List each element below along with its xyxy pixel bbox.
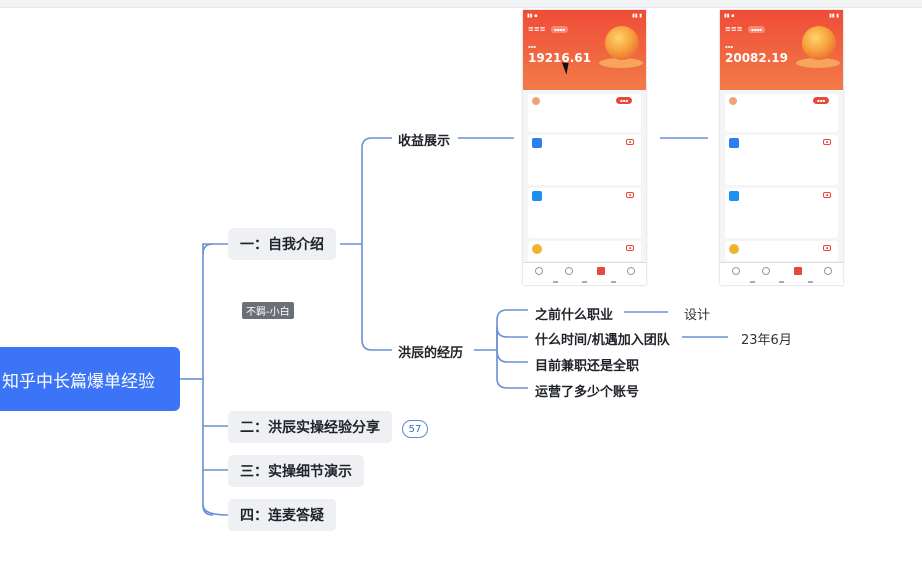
coin-pedestal-icon (796, 58, 840, 68)
branch-label: 一：自我介绍 (240, 237, 324, 253)
income-screenshot-1: ▮▮ ▪ ▮▮ ▮ ≡≡≡ ▪▪▪▪ ▪▪▪ 19216.61 ▪▪▪ ▪ ▪ … (523, 10, 646, 285)
income-screenshot-2: ▮▮ ▪ ▮▮ ▮ ≡≡≡ ▪▪▪▪ ▪▪▪ 20082.19 ▪▪▪ ▪ ▪ … (720, 10, 843, 285)
app-icon (729, 244, 739, 254)
summary-card: ▪▪▪ (528, 94, 641, 132)
avatar (532, 97, 540, 105)
app-logo: ≡≡≡ (725, 25, 743, 33)
app-card: ▪ (528, 188, 641, 238)
nav-back-icon[interactable] (611, 281, 616, 283)
app-icon (729, 138, 739, 148)
action-button[interactable]: ▪▪▪ (813, 97, 830, 104)
app-icon (532, 138, 542, 148)
status-bar-left: ▮▮ ▪ (724, 13, 735, 19)
collapsed-count-badge[interactable]: 57 (402, 420, 428, 438)
nav-home-icon[interactable] (582, 281, 587, 283)
amount-caption: ▪▪▪ (725, 44, 734, 49)
nav-menu-icon[interactable] (750, 281, 755, 283)
explore-tab-icon[interactable] (762, 267, 770, 275)
avatar (729, 97, 737, 105)
exp-item-account-count[interactable]: 运营了多少个账号 (535, 385, 640, 400)
income-display-topic[interactable]: 收益展示 (398, 134, 451, 149)
app-card: ▪ (528, 241, 641, 261)
exp-item-join-time[interactable]: 什么时间/机遇加入团队 (535, 333, 670, 348)
app-icon (729, 191, 739, 201)
branch-practical-demo[interactable]: 三：实操细节演示 (228, 455, 364, 487)
explore-tab-icon[interactable] (565, 267, 573, 275)
status-bar-right: ▮▮ ▮ (632, 13, 642, 19)
app-tag: ▪ (823, 192, 832, 198)
home-tab-icon[interactable] (732, 267, 740, 275)
top-toolbar (0, 0, 922, 8)
app-card: ▪ (725, 188, 838, 238)
branch-label: 二：洪辰实操经验分享 (240, 420, 380, 436)
root-topic-label: 知乎中长篇爆单经验 (2, 371, 155, 392)
coin-icon (605, 26, 639, 60)
amount-caption: ▪▪▪ (528, 44, 537, 49)
exp-value-join-time[interactable]: 23年6月 (741, 333, 792, 348)
app-logo: ≡≡≡ (528, 25, 546, 33)
exp-item-work-type[interactable]: 目前兼职还是全职 (535, 359, 640, 374)
user-tag: 不羁-小白 (242, 302, 294, 319)
app-tag: ▪ (626, 192, 635, 198)
branch-qa[interactable]: 四：连麦答疑 (228, 499, 336, 531)
app-tag: ▪ (626, 139, 635, 145)
branch-label: 四：连麦答疑 (240, 508, 324, 524)
branch-label: 三：实操细节演示 (240, 464, 352, 480)
total-amount: 19216.61 (528, 51, 592, 65)
app-card: ▪ (725, 241, 838, 261)
branch-experience-share[interactable]: 二：洪辰实操经验分享 (228, 411, 392, 443)
exp-value-previous-job[interactable]: 设计 (684, 308, 711, 323)
bottom-tab-bar (720, 262, 843, 285)
header-chip: ▪▪▪▪ (551, 26, 568, 33)
app-tag: ▪ (626, 245, 635, 251)
total-amount: 20082.19 (725, 51, 789, 65)
app-tag: ▪ (823, 245, 832, 251)
app-icon (532, 191, 542, 201)
coin-icon (802, 26, 836, 60)
summary-card: ▪▪▪ (725, 94, 838, 132)
coin-pedestal-icon (599, 58, 643, 68)
experience-topic[interactable]: 洪辰的经历 (398, 346, 464, 361)
status-bar-left: ▮▮ ▪ (527, 13, 538, 19)
root-topic[interactable]: 知乎中长篇爆单经验 (0, 347, 180, 411)
nav-home-icon[interactable] (779, 281, 784, 283)
app-card: ▪ (528, 135, 641, 185)
exp-item-previous-job[interactable]: 之前什么职业 (535, 308, 614, 323)
bottom-tab-bar (523, 262, 646, 285)
profile-tab-icon[interactable] (627, 267, 635, 275)
header-chip: ▪▪▪▪ (748, 26, 765, 33)
home-tab-icon[interactable] (535, 267, 543, 275)
status-bar-right: ▮▮ ▮ (829, 13, 839, 19)
action-button[interactable]: ▪▪▪ (616, 97, 633, 104)
profile-tab-icon[interactable] (824, 267, 832, 275)
nav-back-icon[interactable] (808, 281, 813, 283)
app-tag: ▪ (823, 139, 832, 145)
app-card: ▪ (725, 135, 838, 185)
income-tab-icon[interactable] (794, 267, 802, 275)
branch-self-intro[interactable]: 一：自我介绍 (228, 228, 336, 260)
nav-menu-icon[interactable] (553, 281, 558, 283)
app-icon (532, 244, 542, 254)
income-tab-icon[interactable] (597, 267, 605, 275)
